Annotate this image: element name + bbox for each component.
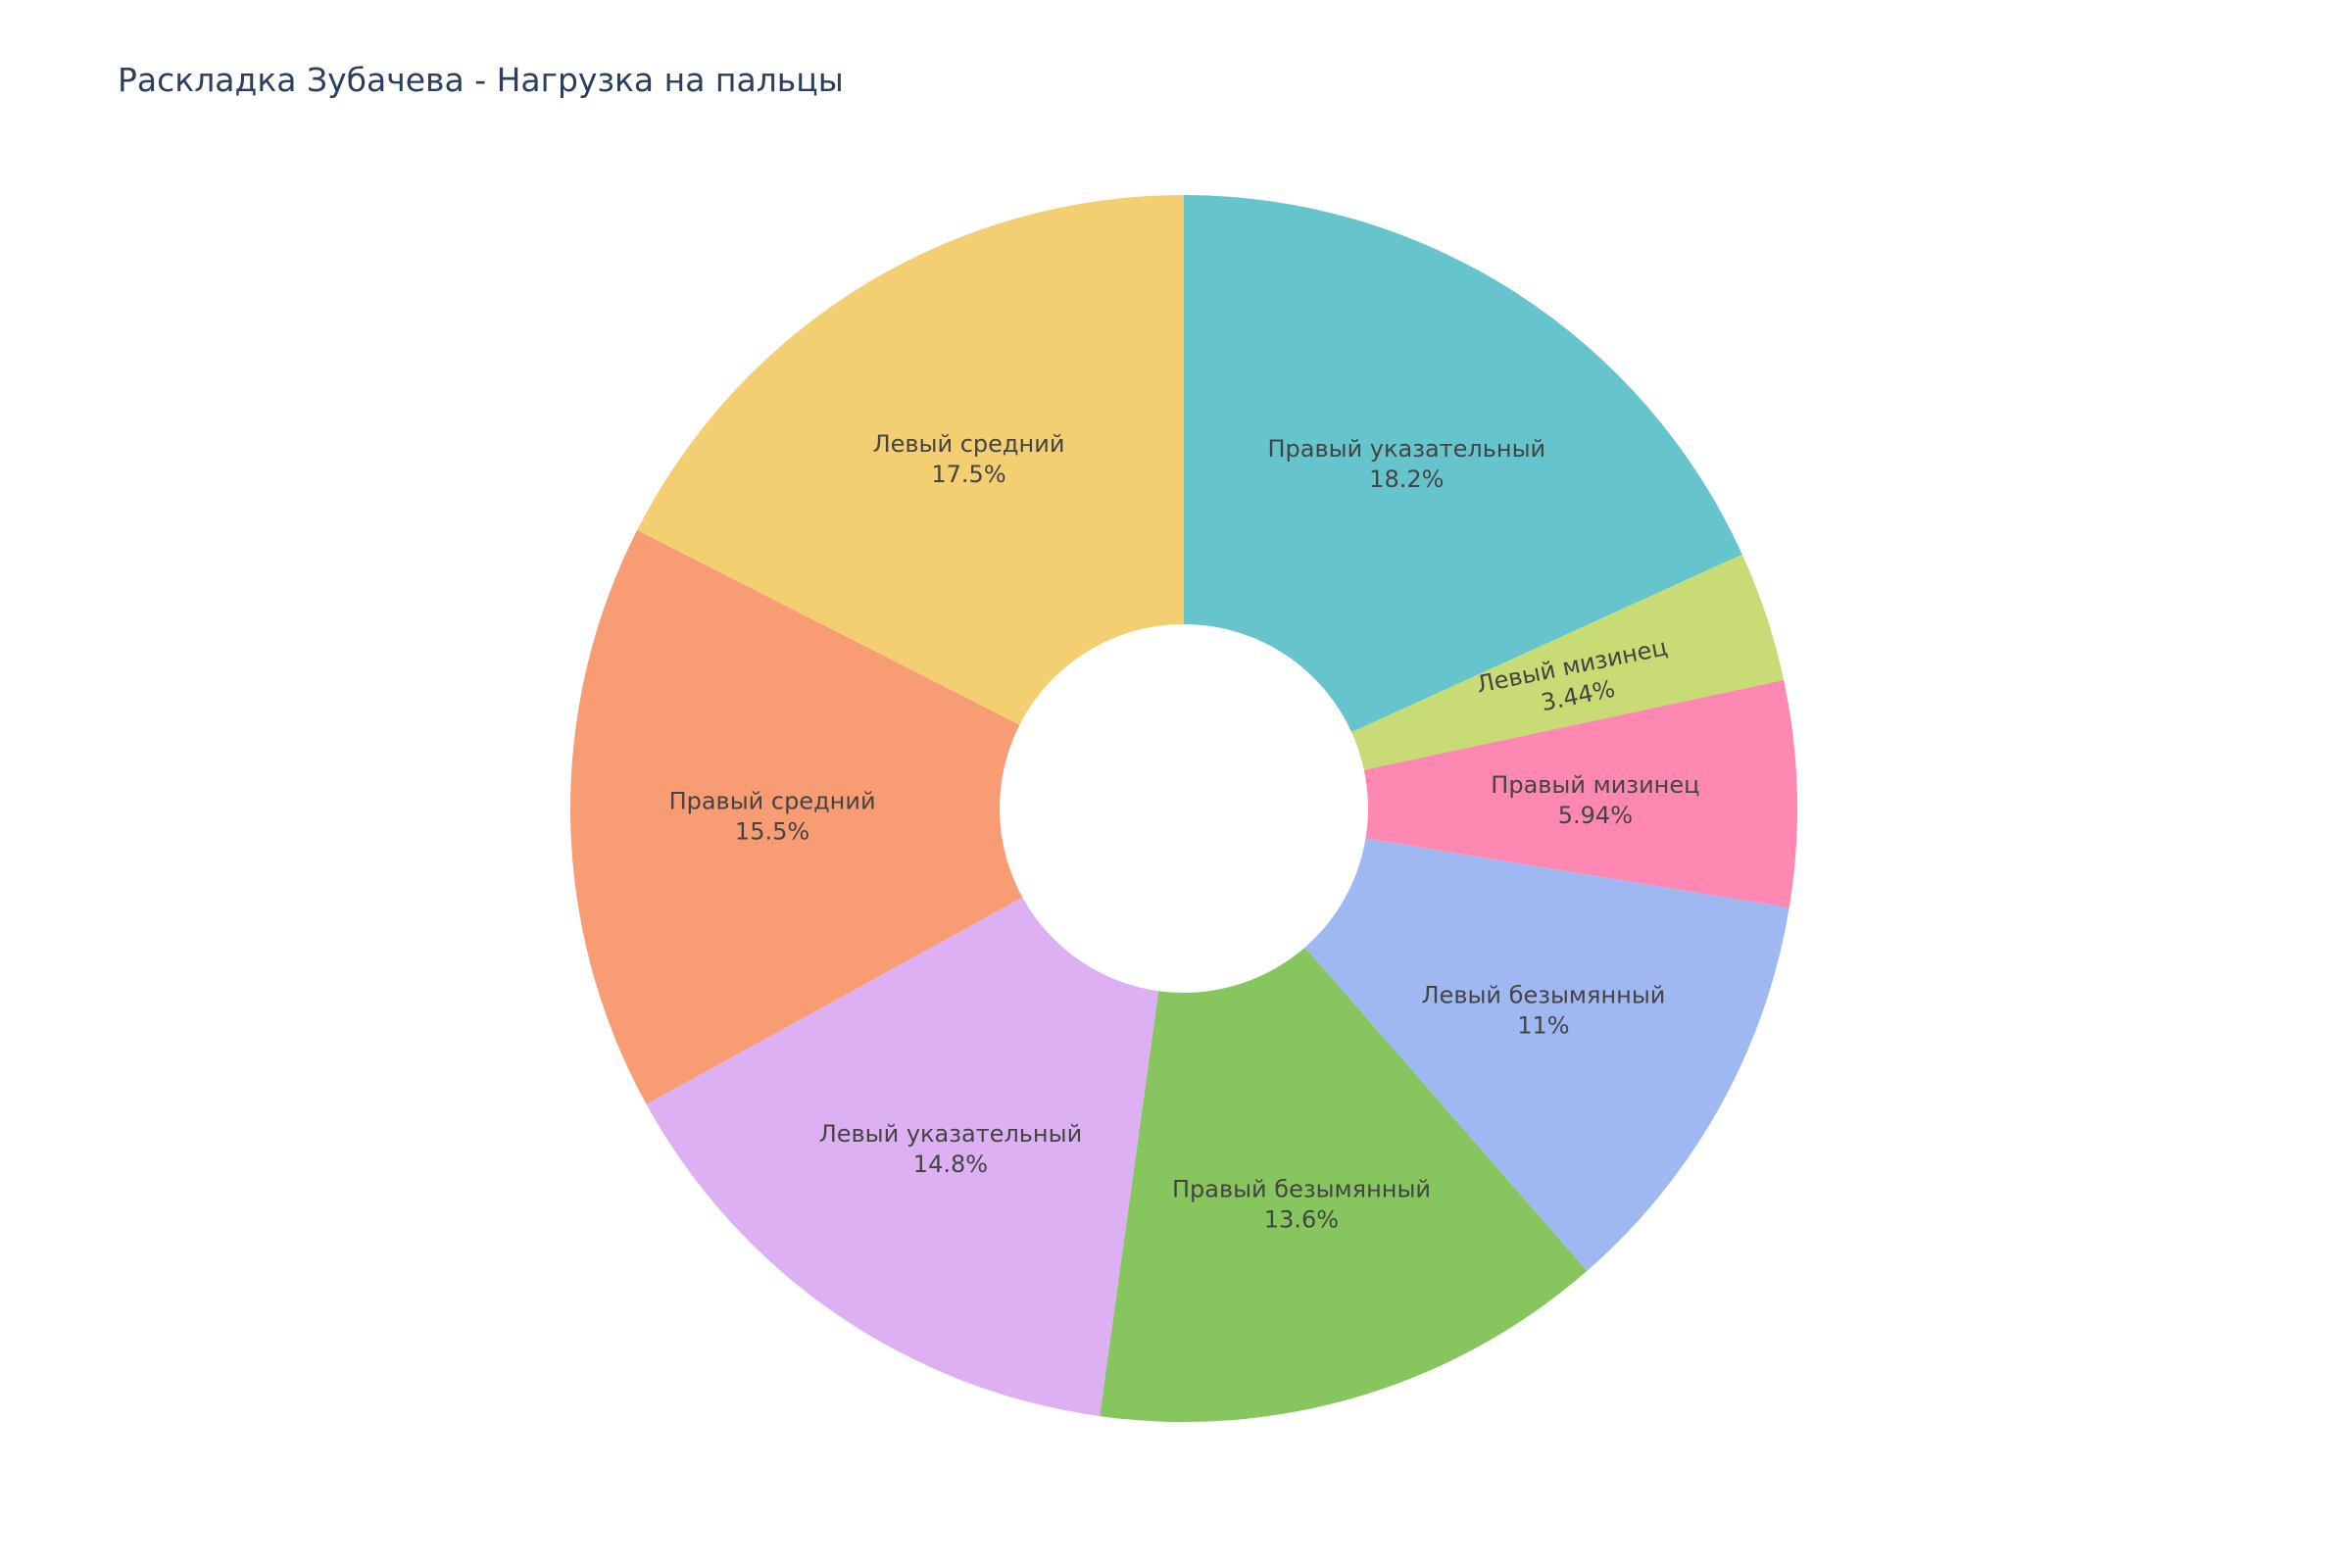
slice-label-value: 15.5% — [735, 818, 809, 846]
slice-label-name: Правый мизинец — [1491, 771, 1699, 799]
slice-label-7: Левый средний 17.5% — [873, 430, 1065, 488]
slice-7[interactable] — [637, 195, 1184, 725]
slice-label-value: 17.5% — [931, 461, 1005, 488]
slice-5[interactable] — [646, 897, 1159, 1417]
chart-title: Раскладка Зубачева - Нагрузка на пальцы — [118, 61, 844, 99]
slice-label-name: Левый средний — [873, 430, 1065, 458]
slice-label-0: Правый указательный 18.2% — [1267, 435, 1545, 493]
slice-0[interactable] — [1184, 195, 1742, 733]
slice-label-5: Левый указательный 14.8% — [819, 1120, 1082, 1178]
slice-label-name: Левый безымянный — [1421, 981, 1665, 1008]
slice-label-2: Правый мизинец 5.94% — [1491, 771, 1699, 829]
slice-label-name: Левый указательный — [819, 1120, 1082, 1148]
slice-3[interactable] — [1304, 838, 1789, 1271]
slice-label-name: Правый безымянный — [1172, 1175, 1431, 1202]
slice-label-name: Правый указательный — [1267, 435, 1545, 463]
slice-label-value: 18.2% — [1369, 466, 1444, 493]
slice-label-value: 14.8% — [913, 1151, 988, 1178]
slice-2[interactable] — [1363, 679, 1797, 908]
slice-1[interactable] — [1351, 554, 1785, 770]
slices-group — [570, 195, 1797, 1422]
slice-label-3: Левый безымянный 11% — [1421, 981, 1665, 1039]
slice-label-name: Правый средний — [669, 788, 876, 815]
slice-label-value: 5.94% — [1558, 802, 1633, 829]
slice-label-6: Правый средний 15.5% — [669, 788, 876, 846]
slice-6[interactable] — [570, 529, 1023, 1104]
slice-4[interactable] — [1100, 947, 1588, 1422]
slice-label-4: Правый безымянный 13.6% — [1172, 1175, 1431, 1233]
slice-label-value: 13.6% — [1264, 1205, 1339, 1233]
slice-label-value: 11% — [1517, 1011, 1569, 1039]
